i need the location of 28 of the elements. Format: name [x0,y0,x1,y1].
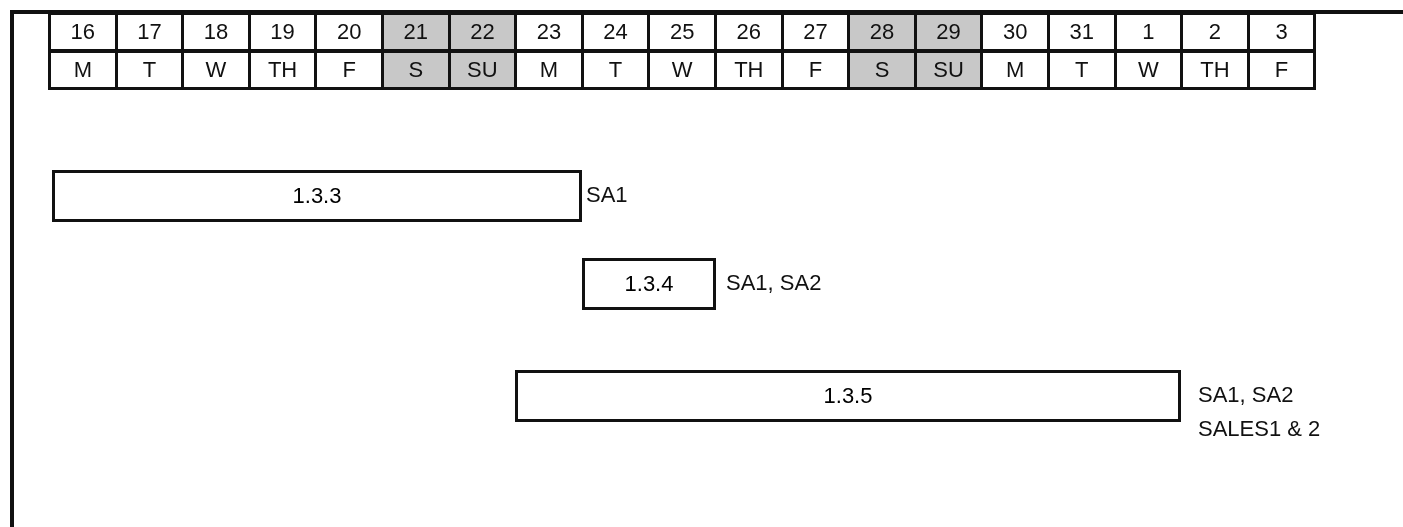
weekday-cell: M [514,50,584,90]
date-cell: 20 [314,12,384,52]
weekday-cell: S [847,50,917,90]
date-cell: 28 [847,12,917,52]
date-cell: 31 [1047,12,1117,52]
weekday-cell: M [48,50,118,90]
weekday-cell: T [1047,50,1117,90]
date-cell: 23 [514,12,584,52]
date-cell: 21 [381,12,451,52]
resource-label: SA1, SA2 [726,269,823,297]
weekday-cell: S [381,50,451,90]
date-cell: 25 [647,12,717,52]
weekday-cell: W [647,50,717,90]
weekday-cell: F [314,50,384,90]
date-cell: 30 [980,12,1050,52]
task-bar: 1.3.5 [515,370,1181,422]
date-cell: 26 [714,12,784,52]
date-cell: 18 [181,12,251,52]
weekday-cell: TH [1180,50,1250,90]
resource-label: SA1, SA2 SALES1 & 2 [1198,381,1322,443]
date-cell: 16 [48,12,118,52]
weekday-cell: TH [714,50,784,90]
weekday-cell: M [980,50,1050,90]
task-bar: 1.3.3 [52,170,582,222]
weekday-cell: W [181,50,251,90]
date-cell: 2 [1180,12,1250,52]
resource-label: SA1 [586,181,629,209]
task-bar: 1.3.4 [582,258,716,310]
